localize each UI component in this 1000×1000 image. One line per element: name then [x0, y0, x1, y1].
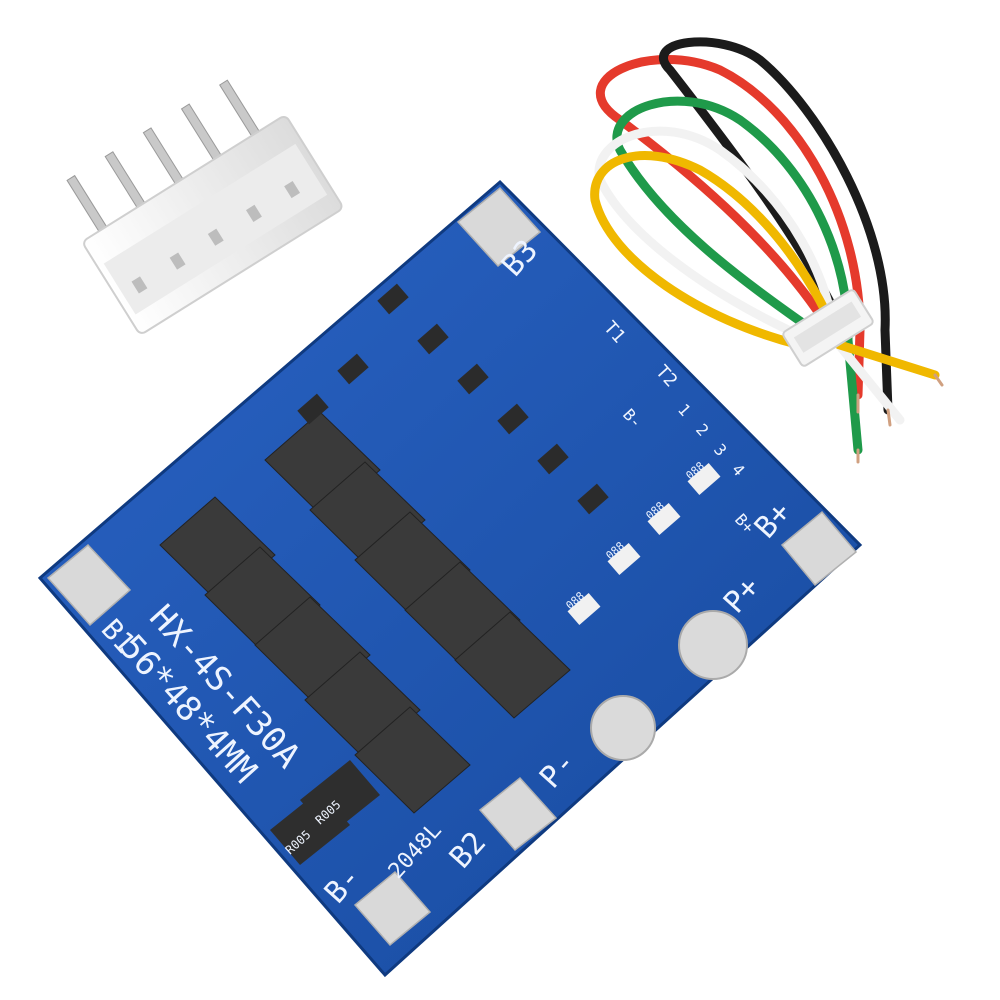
header-pins	[66, 79, 266, 241]
wire-yellow	[590, 151, 940, 380]
p-plus-pad	[678, 610, 748, 680]
wire-harness	[590, 37, 940, 455]
pcb-board: HX-4S-F30A 56*48*4MM 2048L B1 B2 B3 B- B…	[37, 179, 863, 978]
wire-tips	[856, 373, 944, 464]
connector-header	[66, 79, 343, 334]
harness-connector	[782, 289, 874, 367]
smd-components	[297, 283, 721, 625]
wire-red	[595, 55, 865, 400]
mosfet-array	[159, 411, 571, 814]
p-minus-pad	[590, 695, 656, 761]
solder-pads	[46, 186, 858, 947]
wire-black	[659, 37, 893, 415]
wire-white	[594, 126, 905, 425]
sense-resistors	[270, 760, 380, 865]
wire-green	[612, 96, 863, 455]
